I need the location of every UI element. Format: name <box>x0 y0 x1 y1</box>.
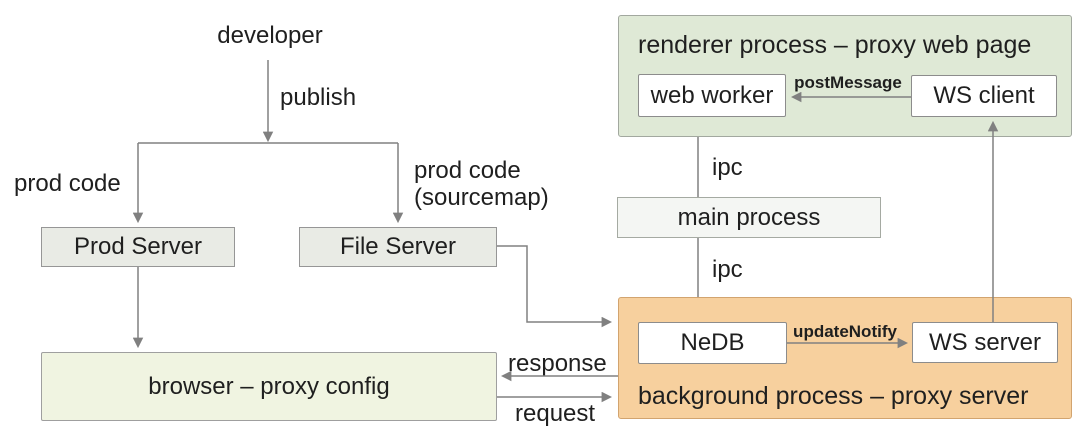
postmessage-edge-label: postMessage <box>794 73 902 92</box>
ws-client-label: WS client <box>933 82 1035 109</box>
renderer-process-title: renderer process – proxy web page <box>638 31 1032 59</box>
web-worker-label: web worker <box>650 81 774 109</box>
prod-server-node: Prod Server <box>41 227 235 267</box>
browser-proxy-config-node: browser – proxy config <box>41 352 497 421</box>
prod-code-sourcemap-line1: prod code <box>414 157 521 184</box>
prod-code-sourcemap-line2: (sourcemap) <box>414 184 549 211</box>
nedb-label: NeDB <box>680 329 745 356</box>
prod-code-edge-label: prod code <box>14 170 121 197</box>
background-process-title: background process – proxy server <box>638 382 1029 410</box>
file-server-to-background-arrow <box>497 245 613 328</box>
ipc-top-edge-label: ipc <box>712 154 743 181</box>
prod-server-label: Prod Server <box>73 233 203 260</box>
ws-client-node: WS client <box>911 75 1057 117</box>
main-process-node: main process <box>617 197 881 238</box>
request-edge-label: request <box>515 400 596 427</box>
ipc-bottom-edge-label: ipc <box>712 256 743 283</box>
web-worker-node: web worker <box>638 74 786 117</box>
developer-label: developer <box>217 22 323 49</box>
file-server-label: File Server <box>339 233 457 260</box>
file-server-node: File Server <box>299 227 497 267</box>
ws-server-label: WS server <box>928 328 1041 356</box>
main-process-label: main process <box>677 203 821 231</box>
prod-code-sourcemap-edge-label: prod code (sourcemap) <box>414 157 549 211</box>
publish-edge-label: publish <box>280 84 357 111</box>
response-edge-label: response <box>508 350 607 377</box>
updatenotify-edge-label: updateNotify <box>793 322 897 341</box>
nedb-node: NeDB <box>638 322 787 364</box>
browser-proxy-config-label: browser – proxy config <box>148 372 390 400</box>
ws-server-node: WS server <box>912 322 1058 363</box>
